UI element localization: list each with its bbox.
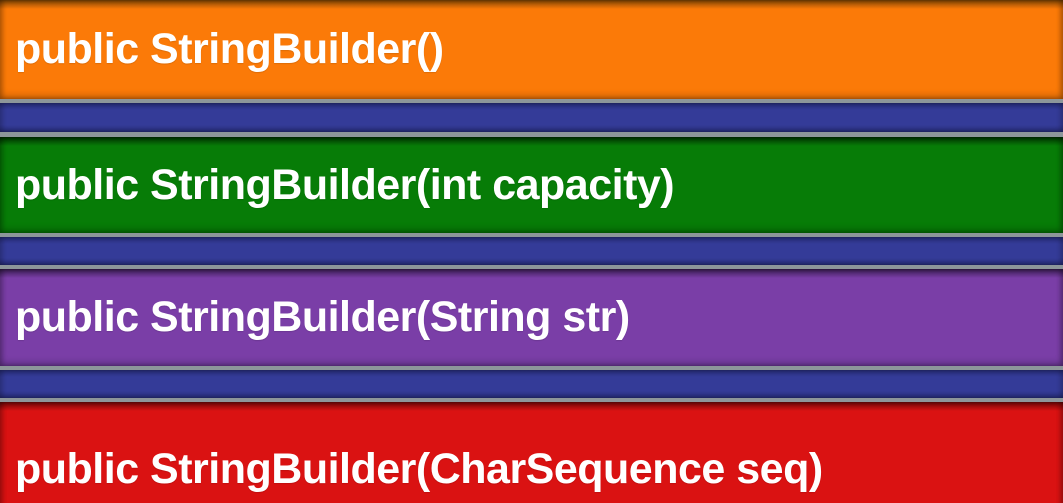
constructor-signature-string-str: public StringBuilder(String str) [15, 293, 630, 341]
separator-strip-3 [0, 370, 1063, 398]
separator-strip-2 [0, 237, 1063, 265]
constructor-signature-no-args: public StringBuilder() [15, 25, 444, 73]
constructor-bar-string-str: public StringBuilder(String str) [0, 269, 1063, 366]
constructor-signature-int-capacity: public StringBuilder(int capacity) [15, 160, 675, 209]
constructor-bar-int-capacity: public StringBuilder(int capacity) [0, 137, 1063, 233]
constructor-bar-no-args: public StringBuilder() [0, 0, 1063, 99]
constructor-bar-charsequence-seq: public StringBuilder(CharSequence seq) [0, 402, 1063, 503]
constructor-signature-charsequence-seq: public StringBuilder(CharSequence seq) [15, 444, 823, 493]
separator-strip-1 [0, 103, 1063, 132]
